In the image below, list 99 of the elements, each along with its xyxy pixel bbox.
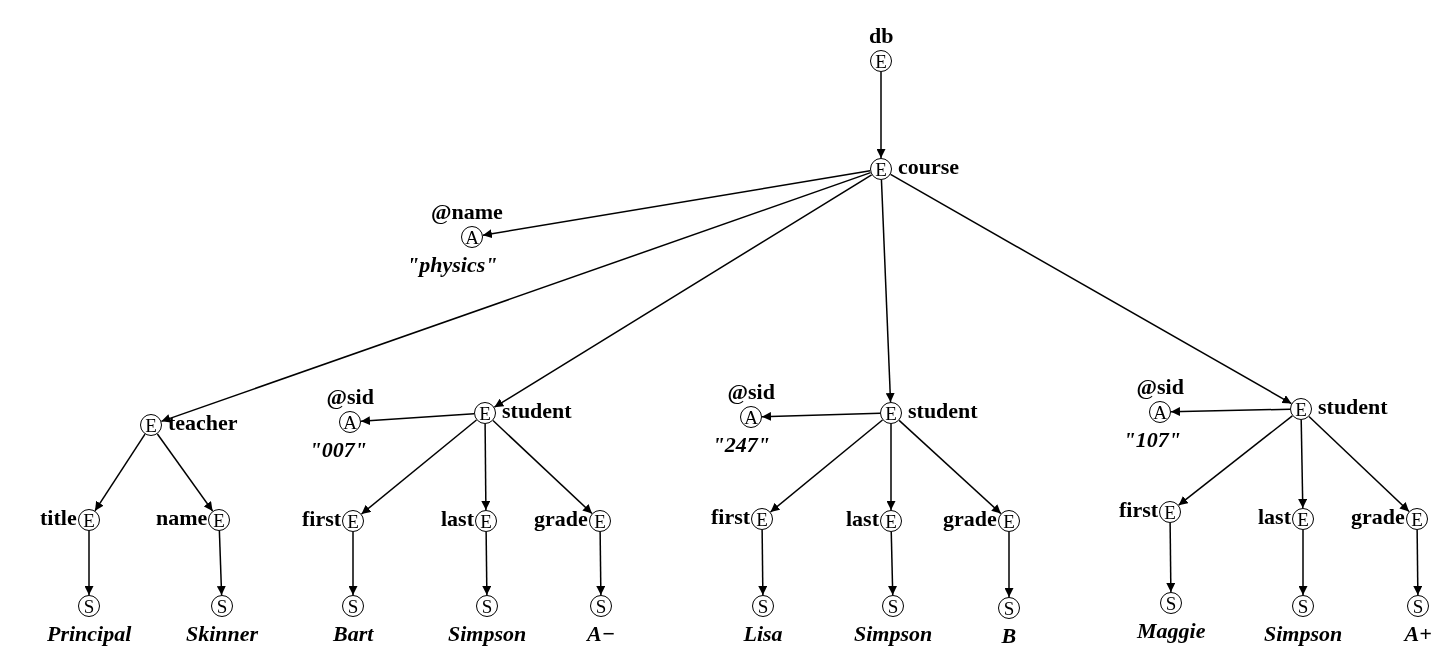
tag-label: first — [302, 508, 342, 530]
node-circle: S — [211, 595, 233, 617]
arrow — [880, 179, 895, 403]
value-label: Lisa — [743, 623, 783, 645]
arrow — [360, 413, 475, 426]
node-circle: A — [740, 406, 762, 428]
node-circle: E — [870, 158, 892, 180]
tag-label: db — [869, 25, 894, 47]
arrow — [348, 531, 358, 596]
value-label: "107" — [1123, 429, 1181, 451]
node-circle: S — [342, 595, 364, 617]
arrow — [492, 419, 593, 515]
value-label: Principal — [47, 623, 132, 645]
node-circle: E — [475, 510, 497, 532]
arrow — [1413, 529, 1423, 596]
value-label: Simpson — [448, 623, 527, 645]
node-circle: S — [752, 595, 774, 617]
arrow — [761, 411, 881, 421]
node-circle: E — [998, 510, 1020, 532]
arrow — [876, 71, 886, 159]
node-circle: E — [870, 50, 892, 72]
arrow — [596, 531, 606, 596]
arrow — [888, 531, 898, 596]
node-circle: E — [342, 510, 364, 532]
tag-label: first — [711, 506, 751, 528]
tag-label: grade — [534, 508, 588, 530]
node-circle: S — [78, 595, 100, 617]
arrow — [1308, 415, 1410, 513]
arrow — [1177, 415, 1294, 506]
value-label: Maggie — [1137, 620, 1206, 642]
tag-label: course — [898, 156, 960, 178]
node-circle: E — [1159, 501, 1181, 523]
node-circle: E — [1292, 508, 1314, 530]
tag-label: @sid — [1136, 376, 1184, 398]
value-label: "007" — [309, 439, 367, 461]
tag-label: title — [40, 507, 77, 529]
node-circle: S — [998, 597, 1020, 619]
value-label: B — [1001, 625, 1017, 647]
value-label: Bart — [333, 623, 374, 645]
arrow — [482, 531, 492, 596]
node-circle: A — [461, 226, 483, 248]
tag-label: grade — [943, 508, 997, 530]
value-label: A− — [587, 623, 615, 645]
arrow — [482, 170, 871, 239]
value-label: Simpson — [1264, 623, 1343, 645]
tag-label: student — [502, 400, 572, 422]
arrow — [758, 529, 768, 596]
arrow — [493, 174, 873, 408]
arrow — [94, 433, 146, 512]
node-circle: E — [208, 509, 230, 531]
value-label: A+ — [1404, 623, 1432, 645]
node-circle: A — [339, 411, 361, 433]
tag-label: grade — [1351, 506, 1405, 528]
node-circle: S — [1407, 595, 1429, 617]
tag-label: name — [156, 507, 208, 529]
node-circle: S — [1292, 595, 1314, 617]
arrow — [1004, 531, 1014, 598]
node-circle: A — [1149, 401, 1171, 423]
tag-label: last — [846, 508, 879, 530]
arrow — [156, 433, 214, 512]
value-label: "247" — [712, 434, 770, 456]
arrow — [84, 530, 94, 596]
node-circle: E — [1406, 508, 1428, 530]
arrow — [889, 173, 1293, 405]
arrow — [1298, 419, 1308, 509]
tag-label: first — [1119, 499, 1159, 521]
node-circle: E — [751, 508, 773, 530]
node-circle: S — [476, 595, 498, 617]
arrow — [1298, 529, 1308, 596]
tag-label: last — [1258, 506, 1291, 528]
node-circle: E — [589, 510, 611, 532]
node-circle: E — [880, 510, 902, 532]
tag-label: last — [441, 508, 474, 530]
node-circle: E — [78, 509, 100, 531]
node-circle: S — [1160, 592, 1182, 614]
tag-label: @name — [431, 201, 503, 223]
arrow — [216, 530, 226, 596]
value-label: Skinner — [186, 623, 259, 645]
tag-label: teacher — [168, 412, 238, 434]
tag-label: student — [908, 400, 978, 422]
node-circle: S — [590, 595, 612, 617]
node-circle: E — [1290, 398, 1312, 420]
tag-label: @sid — [727, 381, 775, 403]
arrow — [1170, 407, 1291, 417]
arrow — [1166, 522, 1176, 593]
arrow — [360, 419, 478, 515]
node-circle: E — [140, 414, 162, 436]
node-circle: E — [880, 402, 902, 424]
node-circle: E — [474, 402, 496, 424]
value-label: Simpson — [854, 623, 933, 645]
arrow — [886, 423, 896, 511]
arrow — [160, 171, 872, 423]
value-label: "physics" — [407, 254, 498, 276]
arrow — [769, 419, 884, 513]
arrow — [481, 423, 491, 511]
node-circle: S — [882, 595, 904, 617]
arrow — [898, 419, 1002, 515]
tag-label: student — [1318, 396, 1388, 418]
tag-label: @sid — [326, 386, 374, 408]
